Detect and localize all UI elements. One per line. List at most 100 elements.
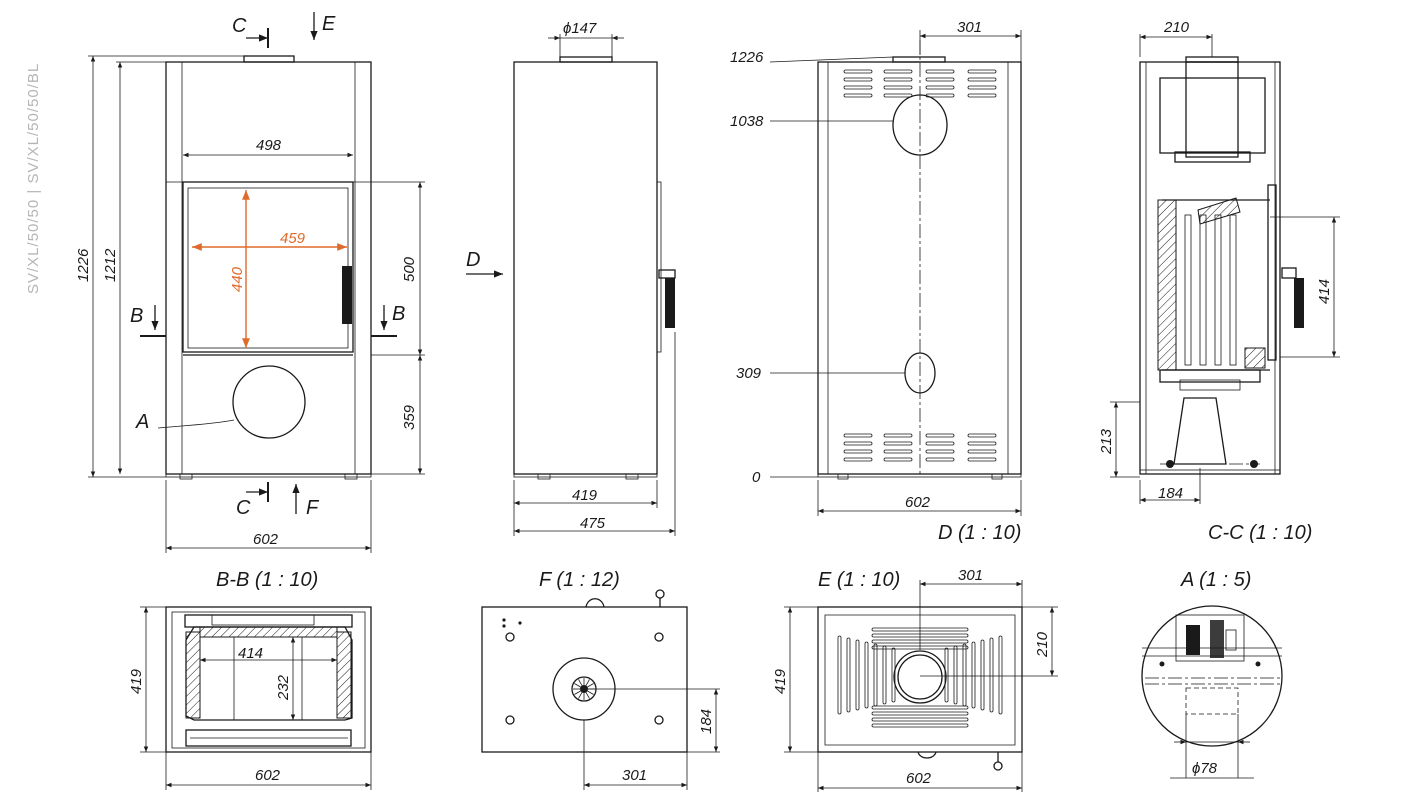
top-grille-slot <box>980 639 985 711</box>
top-grille-slot <box>837 635 842 715</box>
vent-slot <box>967 457 997 462</box>
air-rosette-ray <box>587 683 594 688</box>
front-view: 459 440 498 1226 1212 500 359 602 C E C <box>75 12 425 553</box>
side-depth-inner-label: 419 <box>572 487 598 504</box>
air-rosette-ray <box>578 679 583 686</box>
vent-slot <box>883 449 913 454</box>
vent-slot <box>925 433 955 438</box>
e-view-title: E (1 : 10) <box>818 569 900 591</box>
vent-slot <box>967 433 997 438</box>
view-d-arrow-label: D <box>466 249 480 271</box>
f-offset-x-label: 301 <box>622 767 647 784</box>
vent-slot <box>925 457 955 462</box>
top-grille-slot <box>953 645 958 705</box>
view-f: F (1 : 12) 184 301 <box>481 569 720 790</box>
a-view-title: A (1 : 5) <box>1180 569 1251 591</box>
section-b-right-label: B <box>392 303 405 325</box>
top-grille-slot <box>882 645 887 705</box>
side-view: ϕ147 D 419 475 <box>466 20 676 536</box>
e-width-label: 602 <box>906 770 932 787</box>
top-grille-slot <box>873 643 878 707</box>
detail-a-callout-label: A <box>135 411 149 433</box>
vent-slot <box>967 449 997 454</box>
bb-depth-label: 419 <box>128 668 145 694</box>
top-grille-slot <box>871 711 969 716</box>
a-diameter-label: ϕ78 <box>1192 760 1218 777</box>
view-f-arrow-label: F <box>306 497 320 519</box>
rear-offset-label: 301 <box>957 19 982 36</box>
vent-slot <box>967 77 997 82</box>
top-grille-slot <box>962 643 967 707</box>
vent-slot <box>883 93 913 98</box>
top-grille-slot <box>871 705 969 710</box>
vent-slot <box>925 441 955 446</box>
vent-slot <box>843 433 873 438</box>
vent-slot <box>967 93 997 98</box>
bb-width-label: 602 <box>255 767 281 784</box>
cc-base-offset-label: 184 <box>1158 485 1183 502</box>
vent-slot <box>883 441 913 446</box>
top-grille-slot <box>871 723 969 728</box>
vent-slot <box>925 69 955 74</box>
rear-view-title: D (1 : 10) <box>938 522 1021 544</box>
rear-width-label: 602 <box>905 494 931 511</box>
section-c-top-label: C <box>232 15 247 37</box>
door-height-label: 500 <box>401 256 418 282</box>
air-rosette-ray <box>587 690 594 695</box>
vent-slot <box>883 77 913 82</box>
side-depth-outer-label: 475 <box>580 515 606 532</box>
cc-top-width-label: 210 <box>1163 19 1190 36</box>
top-width-label: 498 <box>256 137 282 154</box>
flue-diameter-label: ϕ147 <box>563 20 597 37</box>
air-rosette-ray <box>574 683 581 688</box>
bb-view-title: B-B (1 : 10) <box>216 569 318 591</box>
cc-base-height-label: 213 <box>1098 428 1115 455</box>
air-rosette-ray <box>585 692 590 699</box>
top-grille-slot <box>971 641 976 709</box>
glass-width-label: 459 <box>280 230 306 247</box>
f-view-title: F (1 : 12) <box>539 569 620 591</box>
vent-slot <box>925 85 955 90</box>
section-c-bottom-label: C <box>236 497 251 519</box>
bb-inner-depth-label: 232 <box>275 674 292 701</box>
e-depth-label: 419 <box>772 668 789 694</box>
rear-level-zero-label: 0 <box>752 469 761 486</box>
vent-slot <box>843 85 873 90</box>
vent-slot <box>843 69 873 74</box>
rear-level-upper-label: 1038 <box>730 113 764 130</box>
vent-slot <box>883 433 913 438</box>
vent-slot <box>883 457 913 462</box>
air-rosette-ray <box>585 679 590 686</box>
glass-height-label: 440 <box>229 266 246 292</box>
vent-slot <box>967 441 997 446</box>
top-grille-slot <box>846 637 851 713</box>
top-grille-slot <box>891 647 896 703</box>
vent-slot <box>843 457 873 462</box>
total-height-label: 1226 <box>75 248 92 282</box>
e-offset-x-label: 301 <box>958 567 983 584</box>
body-height-label: 1212 <box>102 248 119 282</box>
view-e: E (1 : 10) 210 301 419 602 <box>772 567 1058 792</box>
air-rosette-ray <box>574 690 581 695</box>
vent-slot <box>967 85 997 90</box>
firebox-bar <box>1199 214 1207 366</box>
detail-a: A (1 : 5) ϕ78 <box>1141 569 1283 779</box>
vent-slot <box>883 85 913 90</box>
base-width-label: 602 <box>253 531 279 548</box>
top-grille-slot <box>855 639 860 711</box>
vent-slot <box>925 77 955 82</box>
cc-view-title: C-C (1 : 10) <box>1208 522 1312 544</box>
lower-height-label: 359 <box>401 404 418 430</box>
section-cc: 210 414 213 184 C-C (1 : 10) <box>1098 19 1340 544</box>
vent-slot <box>843 93 873 98</box>
vent-slot <box>967 69 997 74</box>
rear-level-lower-label: 309 <box>736 365 762 382</box>
top-grille-slot <box>989 637 994 713</box>
top-grille-slot <box>864 641 869 709</box>
vent-slot <box>843 449 873 454</box>
cc-fire-height-label: 414 <box>1316 279 1333 304</box>
f-offset-y-label: 184 <box>698 709 715 734</box>
rear-view-d: 301 1226 1038 309 0 602 D (1 : 10) <box>730 19 1022 544</box>
firebox-bar <box>1184 214 1192 366</box>
